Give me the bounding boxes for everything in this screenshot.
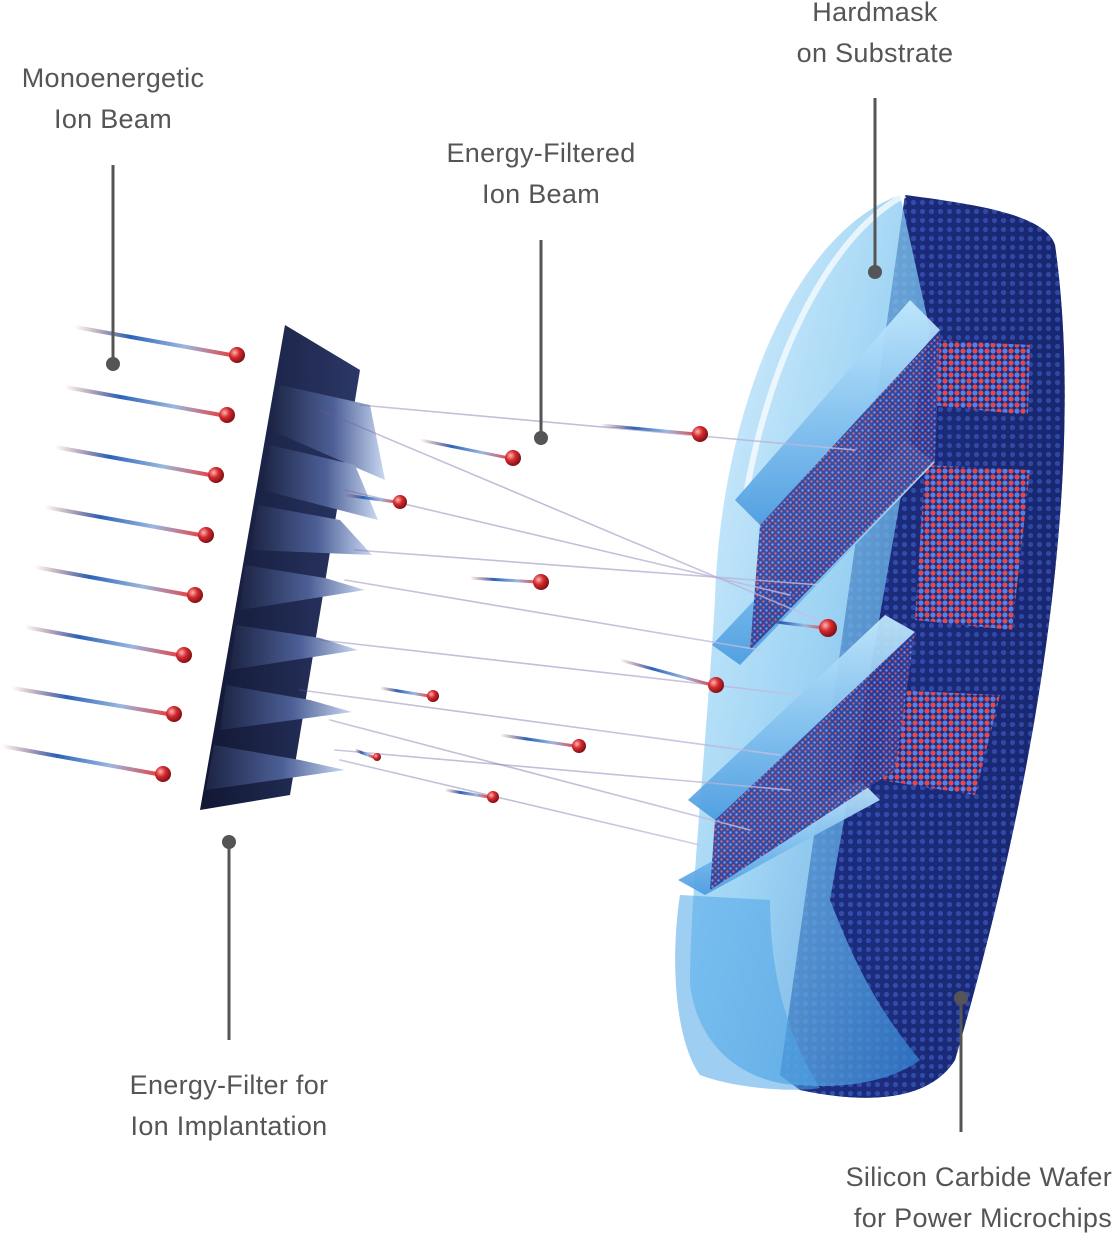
energy-filtered-beam-path <box>359 404 856 451</box>
monoenergetic-beam-trail <box>53 445 212 477</box>
label-monoenergetic-line2: Ion Beam <box>54 104 172 134</box>
energy-filtered-ion <box>393 495 407 509</box>
energy-filtered-ion <box>533 574 549 590</box>
label-energy-filter-line2: Ion Implantation <box>130 1111 328 1141</box>
energy-filtered-beam-path <box>339 759 701 846</box>
energy-filter-prism-5 <box>230 625 358 670</box>
hardmask-opening-1 <box>750 330 940 650</box>
leader-lines <box>106 98 968 1132</box>
energy-filtered-beam-path <box>354 549 821 586</box>
hardmask-bar-1 <box>735 300 940 525</box>
monoenergetic-beam-trail <box>73 325 233 357</box>
energy-filter-prism-2 <box>262 445 378 520</box>
monoenergetic-beam-trail <box>63 385 223 417</box>
monoenergetic-ion <box>155 766 171 782</box>
leader-dot-energy-filtered-beam <box>534 431 548 445</box>
hardmask <box>675 192 940 1090</box>
energy-filtered-ion <box>572 739 586 753</box>
monoenergetic-beam-trail <box>23 625 180 657</box>
energy-filter-prism-1 <box>270 385 385 480</box>
monoenergetic-ion <box>219 407 235 423</box>
energy-filtered-ion <box>427 690 439 702</box>
wafer-doped-region-bottom <box>880 690 1000 795</box>
monoenergetic-beam-trail <box>0 744 159 776</box>
leader-dot-hardmask <box>868 265 882 279</box>
energy-filtered-beam-path <box>329 719 751 831</box>
leader-dot-energy-filter <box>222 835 236 849</box>
monoenergetic-ion <box>176 647 192 663</box>
leader-dot-monoenergetic-beam <box>106 357 120 371</box>
energy-filtered-beam-path <box>344 579 761 651</box>
ion-beams <box>0 325 856 846</box>
monoenergetic-ion <box>166 706 182 722</box>
energy-filtered-beam-trail <box>353 748 375 759</box>
energy-filtered-beam-trail <box>618 658 714 687</box>
label-energy-filtered-line1: Energy-Filtered <box>446 138 636 168</box>
energy-filtered-beam-path <box>299 689 781 756</box>
monoenergetic-ion <box>198 527 214 543</box>
energy-filtered-beam-trail <box>343 493 398 504</box>
energy-filtered-ion <box>505 450 521 466</box>
energy-filtered-ion <box>819 619 837 637</box>
energy-filtered-beam-trail <box>598 423 698 436</box>
energy-filtered-ion <box>373 753 381 761</box>
energy-filter-prism-7 <box>206 745 345 790</box>
energy-filter-prism-6 <box>220 685 352 730</box>
wafer-doped-region-top <box>930 340 1030 415</box>
energy-filter-prism-3 <box>250 505 372 555</box>
wafer-doped-region-middle <box>915 465 1030 630</box>
monoenergetic-ion <box>208 467 224 483</box>
label-sic-line1: Silicon Carbide Wafer <box>845 1162 1112 1192</box>
hardmask-front-face <box>675 895 820 1090</box>
energy-filtered-beam-trail <box>418 438 511 460</box>
monoenergetic-ion <box>229 347 245 363</box>
label-energy-filter-for-ion-implantation: Energy-Filter for Ion Implantation <box>95 1065 363 1147</box>
hardmask-bar-3 <box>688 615 915 820</box>
energy-filtered-beam-trail <box>468 576 539 584</box>
energy-filtered-beam-path <box>319 409 831 626</box>
energy-filtered-beam-trail <box>498 733 577 748</box>
leader-dot-sic-wafer <box>954 991 968 1005</box>
label-hardmask-line2: on Substrate <box>796 38 954 68</box>
energy-filter <box>200 325 385 810</box>
energy-filtered-beam-trail <box>443 788 491 799</box>
monoenergetic-beam-trail <box>10 686 170 716</box>
label-sic-line2: for Power Microchips <box>853 1203 1112 1233</box>
energy-filtered-ion <box>692 426 708 442</box>
label-hardmask-line1: Hardmask <box>812 0 938 27</box>
energy-filtered-beam-path <box>334 749 791 791</box>
energy-filter-prism-4 <box>240 565 365 610</box>
monoenergetic-beam-trail <box>43 505 202 537</box>
energy-filtered-ion <box>487 791 499 803</box>
silicon-carbide-wafer <box>780 195 1065 1098</box>
label-energy-filtered-ion-beam: Energy-Filtered Ion Beam <box>421 133 661 215</box>
monoenergetic-ion <box>187 587 203 603</box>
energy-filtered-beam-trail <box>378 686 431 698</box>
energy-filtered-beam-trail <box>758 618 826 630</box>
wafer-dotted-surface <box>780 195 1065 1098</box>
label-hardmask-on-substrate: Hardmask on Substrate <box>770 0 980 74</box>
label-monoenergetic-line1: Monoenergetic <box>21 63 205 93</box>
label-silicon-carbide-wafer: Silicon Carbide Wafer for Power Microchi… <box>760 1157 1112 1239</box>
label-energy-filter-line1: Energy-Filter for <box>129 1070 329 1100</box>
label-energy-filtered-line2: Ion Beam <box>482 179 600 209</box>
hardmask-opening-2 <box>710 632 915 890</box>
label-monoenergetic-ion-beam: Monoenergetic Ion Beam <box>0 58 226 140</box>
energy-filtered-ion <box>708 677 724 693</box>
monoenergetic-beam-trail <box>33 565 191 597</box>
